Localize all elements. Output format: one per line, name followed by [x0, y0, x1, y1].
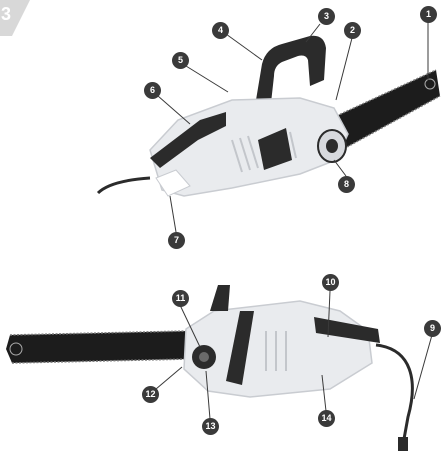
callout-7: 7	[168, 232, 185, 249]
knob-center	[326, 139, 338, 153]
power-cord-bottom	[376, 345, 412, 439]
power-plug	[398, 437, 408, 451]
callout-12: 12	[142, 386, 159, 403]
callout-6: 6	[144, 82, 161, 99]
callout-2: 2	[344, 22, 361, 39]
top-handle-bottom	[210, 285, 230, 311]
callout-14: 14	[318, 410, 335, 427]
callout-5: 5	[172, 52, 189, 69]
chainsaw-top-view	[0, 0, 441, 260]
power-cord	[98, 178, 150, 193]
chainsaw-bottom-view	[0, 271, 441, 471]
callout-13: 13	[202, 418, 219, 435]
callout-9: 9	[424, 320, 441, 337]
callout-10: 10	[322, 274, 339, 291]
callout-3: 3	[318, 8, 335, 25]
knob-center-bottom	[199, 352, 209, 362]
guide-bar-bottom	[6, 331, 196, 363]
callout-1: 1	[420, 6, 437, 23]
callout-4: 4	[212, 22, 229, 39]
callout-8: 8	[338, 176, 355, 193]
callout-11: 11	[172, 290, 189, 307]
